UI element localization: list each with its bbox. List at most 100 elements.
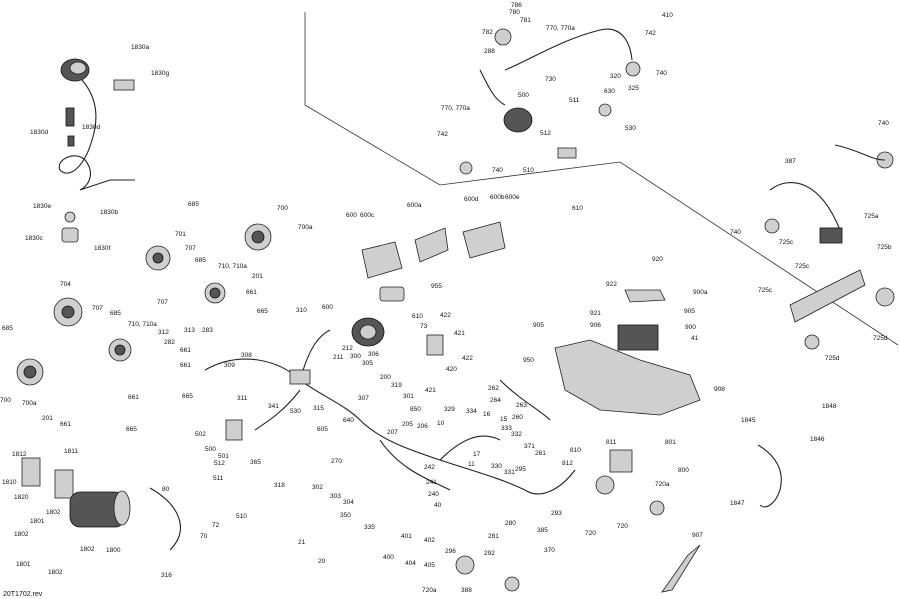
callout: 308 bbox=[241, 352, 252, 359]
callout: 640 bbox=[343, 417, 354, 424]
callout: 725c bbox=[758, 287, 773, 294]
callout: 320 bbox=[610, 73, 621, 80]
callout: 725c bbox=[779, 239, 794, 246]
callout: 725c bbox=[795, 263, 810, 270]
callout: 263 bbox=[516, 402, 527, 409]
callout: 510 bbox=[236, 513, 247, 520]
callout: 325 bbox=[628, 85, 639, 92]
callout: 1830c bbox=[25, 235, 43, 242]
callout: 600 bbox=[346, 212, 357, 219]
callout: 211 bbox=[333, 354, 344, 361]
callout: 315 bbox=[313, 405, 324, 412]
callout: 707 bbox=[157, 299, 168, 306]
callout: 500 bbox=[518, 92, 529, 99]
callout: 700a bbox=[298, 224, 313, 231]
callout: 685 bbox=[195, 257, 206, 264]
callout: 811 bbox=[606, 439, 617, 446]
callout: 782 bbox=[482, 29, 493, 36]
callout: 700a bbox=[22, 400, 37, 407]
callout: 80 bbox=[162, 486, 170, 493]
callout: 310 bbox=[296, 307, 307, 314]
callout: 510 bbox=[523, 167, 534, 174]
callout: 512 bbox=[214, 460, 225, 467]
callout: 402 bbox=[424, 537, 435, 544]
callout: 309 bbox=[224, 362, 235, 369]
callout: 685 bbox=[2, 325, 13, 332]
callout: 1830d bbox=[82, 124, 100, 131]
callout: 740 bbox=[492, 167, 503, 174]
callout: 296 bbox=[445, 548, 456, 555]
callout: 906 bbox=[590, 322, 601, 329]
callout: 502 bbox=[195, 431, 206, 438]
callout: 306 bbox=[368, 351, 379, 358]
callout: 201 bbox=[252, 273, 263, 280]
callout: 240 bbox=[428, 491, 439, 498]
callout: 955 bbox=[431, 283, 442, 290]
callout: 661 bbox=[246, 289, 257, 296]
callout: 21 bbox=[298, 539, 306, 546]
callout: 1812 bbox=[12, 451, 27, 458]
callout: 311 bbox=[237, 395, 248, 402]
callout: 333 bbox=[501, 425, 512, 432]
callout: 40 bbox=[434, 502, 442, 509]
lower-right-components bbox=[455, 444, 782, 593]
callout: 293 bbox=[551, 510, 562, 517]
callout: 920 bbox=[652, 256, 663, 263]
callout: 312 bbox=[158, 329, 169, 336]
callout: 600b bbox=[490, 194, 505, 201]
callout: 15 bbox=[500, 416, 508, 423]
callout: 1830d bbox=[30, 129, 48, 136]
battery-tray-frame bbox=[554, 289, 701, 416]
callout: 530 bbox=[290, 408, 301, 415]
callout: 661 bbox=[180, 347, 191, 354]
callout: 206 bbox=[417, 423, 428, 430]
callout: 511 bbox=[569, 97, 580, 104]
callout: 905 bbox=[684, 308, 695, 315]
callout: 420 bbox=[446, 366, 457, 373]
callout: 665 bbox=[126, 426, 137, 433]
callout: 900a bbox=[693, 289, 708, 296]
callout: 365 bbox=[250, 459, 261, 466]
callout: 292 bbox=[484, 550, 495, 557]
callout: 10 bbox=[437, 420, 445, 427]
callout: 922 bbox=[606, 281, 617, 288]
top-right-components bbox=[459, 28, 895, 350]
callout: 331 bbox=[504, 469, 515, 476]
callout: 422 bbox=[462, 355, 473, 362]
main-wiring-harness bbox=[204, 329, 576, 495]
callout: 401 bbox=[401, 533, 412, 540]
callout: 205 bbox=[402, 421, 413, 428]
callout: 1848 bbox=[822, 403, 837, 410]
callout: 781 bbox=[520, 17, 531, 24]
callout: 685 bbox=[188, 201, 199, 208]
callout: 20 bbox=[318, 558, 326, 565]
callout: 725d bbox=[873, 335, 888, 342]
winch-assembly bbox=[21, 457, 181, 551]
callout: 319 bbox=[391, 382, 402, 389]
callout: 387 bbox=[785, 158, 796, 165]
callout: 305 bbox=[362, 360, 373, 367]
callout: 780 bbox=[509, 9, 520, 16]
callout: 1846 bbox=[810, 436, 825, 443]
callout: 350 bbox=[340, 512, 351, 519]
callout: 304 bbox=[343, 499, 354, 506]
callout: 710, 710a bbox=[128, 321, 157, 328]
callout: 242 bbox=[424, 464, 435, 471]
callout: 810 bbox=[570, 447, 581, 454]
callout: 302 bbox=[312, 484, 323, 491]
callout: 241 bbox=[426, 479, 437, 486]
callout: 16 bbox=[483, 411, 491, 418]
callout: 281 bbox=[488, 533, 499, 540]
callout: 720a bbox=[422, 587, 437, 594]
callout: 908 bbox=[714, 386, 725, 393]
callout: 201 bbox=[42, 415, 53, 422]
callout: 313 bbox=[184, 327, 195, 334]
callout: 1820 bbox=[14, 494, 29, 501]
callout: 740 bbox=[730, 229, 741, 236]
callout: 800 bbox=[678, 467, 689, 474]
callout: 710, 710a bbox=[218, 263, 247, 270]
callout: 283 bbox=[202, 327, 213, 334]
callout: 701 bbox=[175, 231, 186, 238]
callout: 605 bbox=[317, 426, 328, 433]
